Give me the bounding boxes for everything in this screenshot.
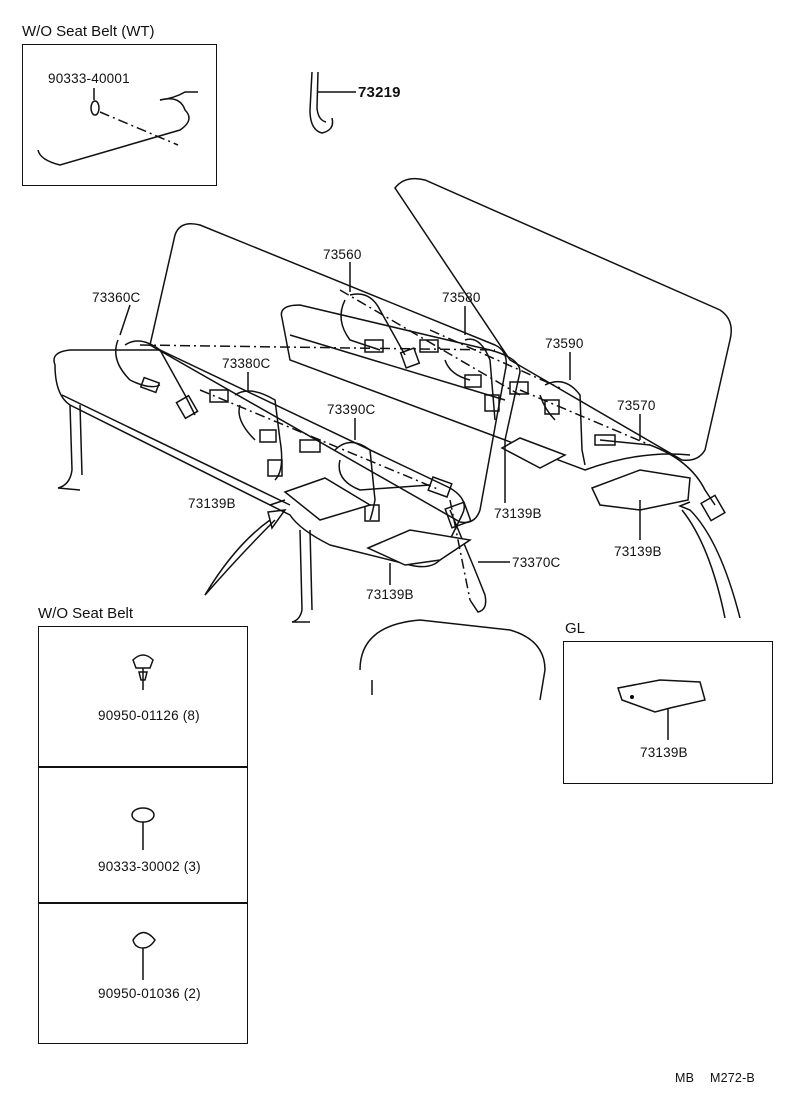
inset-wo-box (38, 626, 248, 1044)
cover-plate-2 (366, 529, 472, 566)
cover-plate-3 (500, 437, 567, 469)
inset-wo-part-3: 90950-01036 (2) (98, 986, 201, 1001)
inset-wo-part-2: 90333-30002 (3) (98, 859, 201, 874)
inset-wt-title: W/O Seat Belt (WT) (22, 23, 155, 40)
belt-73390c (299, 439, 453, 522)
belt-73370c (444, 501, 487, 613)
callout-73590: 73590 (545, 336, 584, 351)
callout-73570: 73570 (617, 398, 656, 413)
inset-gl-drawing (617, 679, 706, 740)
inset-gl-part: 73139B (640, 745, 688, 760)
belt-73380c (209, 389, 283, 481)
belt-73560 (340, 293, 421, 369)
bracket-73219 (309, 71, 356, 134)
inset-wo-divider-1 (38, 766, 248, 768)
callout-73370c: 73370C (512, 555, 561, 570)
callout-73219: 73219 (358, 84, 401, 101)
footer-code-mb: MB (675, 1071, 695, 1085)
callout-73139b-left: 73139B (188, 496, 236, 511)
inset-gl-title: GL (565, 620, 586, 637)
callout-73139b-center: 73139B (494, 506, 542, 521)
inset-wo-drawing (131, 654, 156, 980)
inset-wo-title: W/O Seat Belt (38, 605, 134, 622)
belt-73570 (594, 434, 726, 522)
inset-wt-part: 90333-40001 (48, 71, 130, 86)
inset-wt-drawing (37, 88, 198, 166)
callout-73580: 73580 (442, 290, 481, 305)
rear-seat-drawing (280, 177, 732, 471)
third-row-seat-drawing (359, 619, 546, 701)
callout-73139b-bottom: 73139B (366, 587, 414, 602)
arrow-right-drawing (677, 501, 741, 619)
footer-code-m272b: M272-B (710, 1071, 755, 1085)
inset-gl-box (563, 641, 773, 784)
belt-73360c (115, 339, 199, 420)
callout-73560: 73560 (323, 247, 362, 262)
belt-73580 (419, 338, 500, 421)
callout-73390c: 73390C (327, 402, 376, 417)
callout-73380c: 73380C (222, 356, 271, 371)
cover-plate-4 (590, 469, 691, 511)
inset-wo-divider-2 (38, 902, 248, 904)
callout-73139b-right: 73139B (614, 544, 662, 559)
arrow-left-drawing (204, 509, 287, 596)
callout-73360c: 73360C (92, 290, 141, 305)
inset-wo-part-1: 90950-01126 (8) (98, 708, 200, 723)
inset-wt-box (22, 44, 217, 186)
cover-plate-1 (283, 477, 372, 521)
